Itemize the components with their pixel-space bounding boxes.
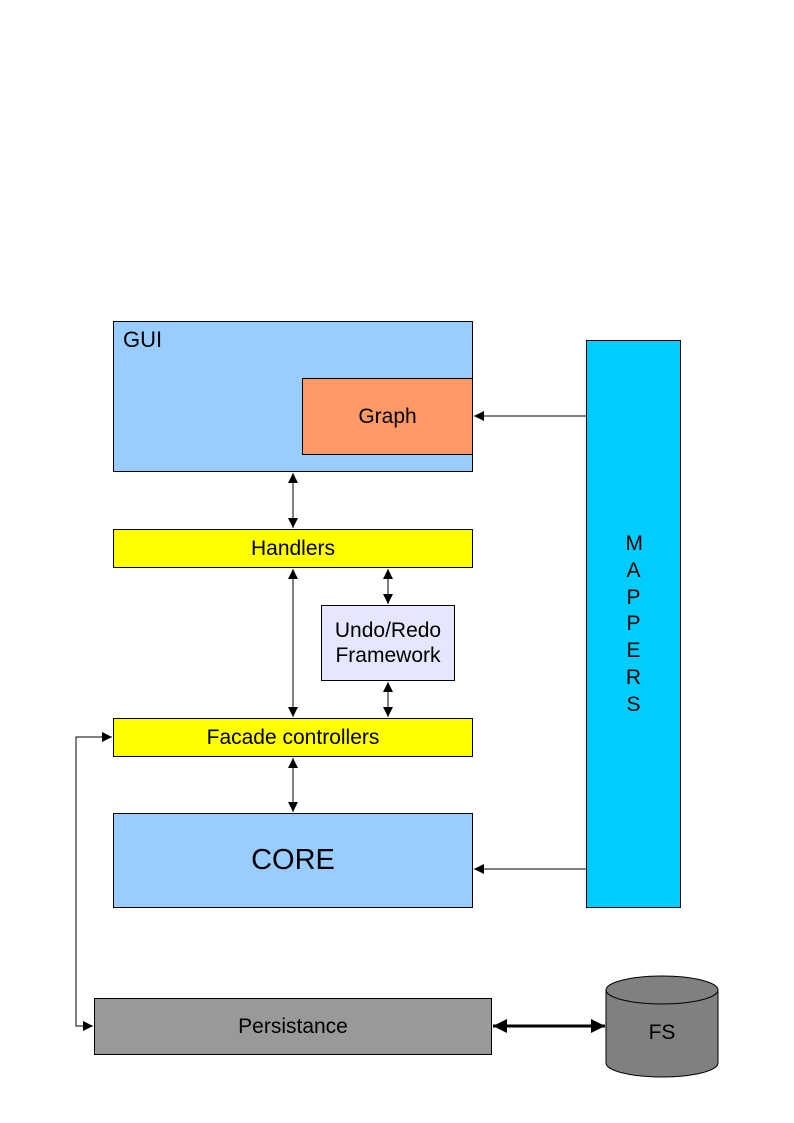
fs-label: FS bbox=[648, 1021, 676, 1045]
facade-controllers-box: Facade controllers bbox=[113, 718, 473, 757]
undo-redo-box: Undo/Redo Framework bbox=[321, 605, 455, 681]
mappers-label: MAPPERS bbox=[625, 532, 644, 716]
mappers-box: MAPPERS bbox=[586, 340, 681, 908]
graph-box: Graph bbox=[302, 378, 473, 455]
persistance-box: Persistance bbox=[94, 998, 492, 1055]
handlers-box: Handlers bbox=[113, 529, 473, 568]
core-box: CORE bbox=[113, 813, 473, 908]
fs-cylinder bbox=[605, 975, 719, 1078]
arrow-facade-persistance bbox=[75, 732, 112, 1031]
gui-label: GUI bbox=[123, 327, 163, 352]
